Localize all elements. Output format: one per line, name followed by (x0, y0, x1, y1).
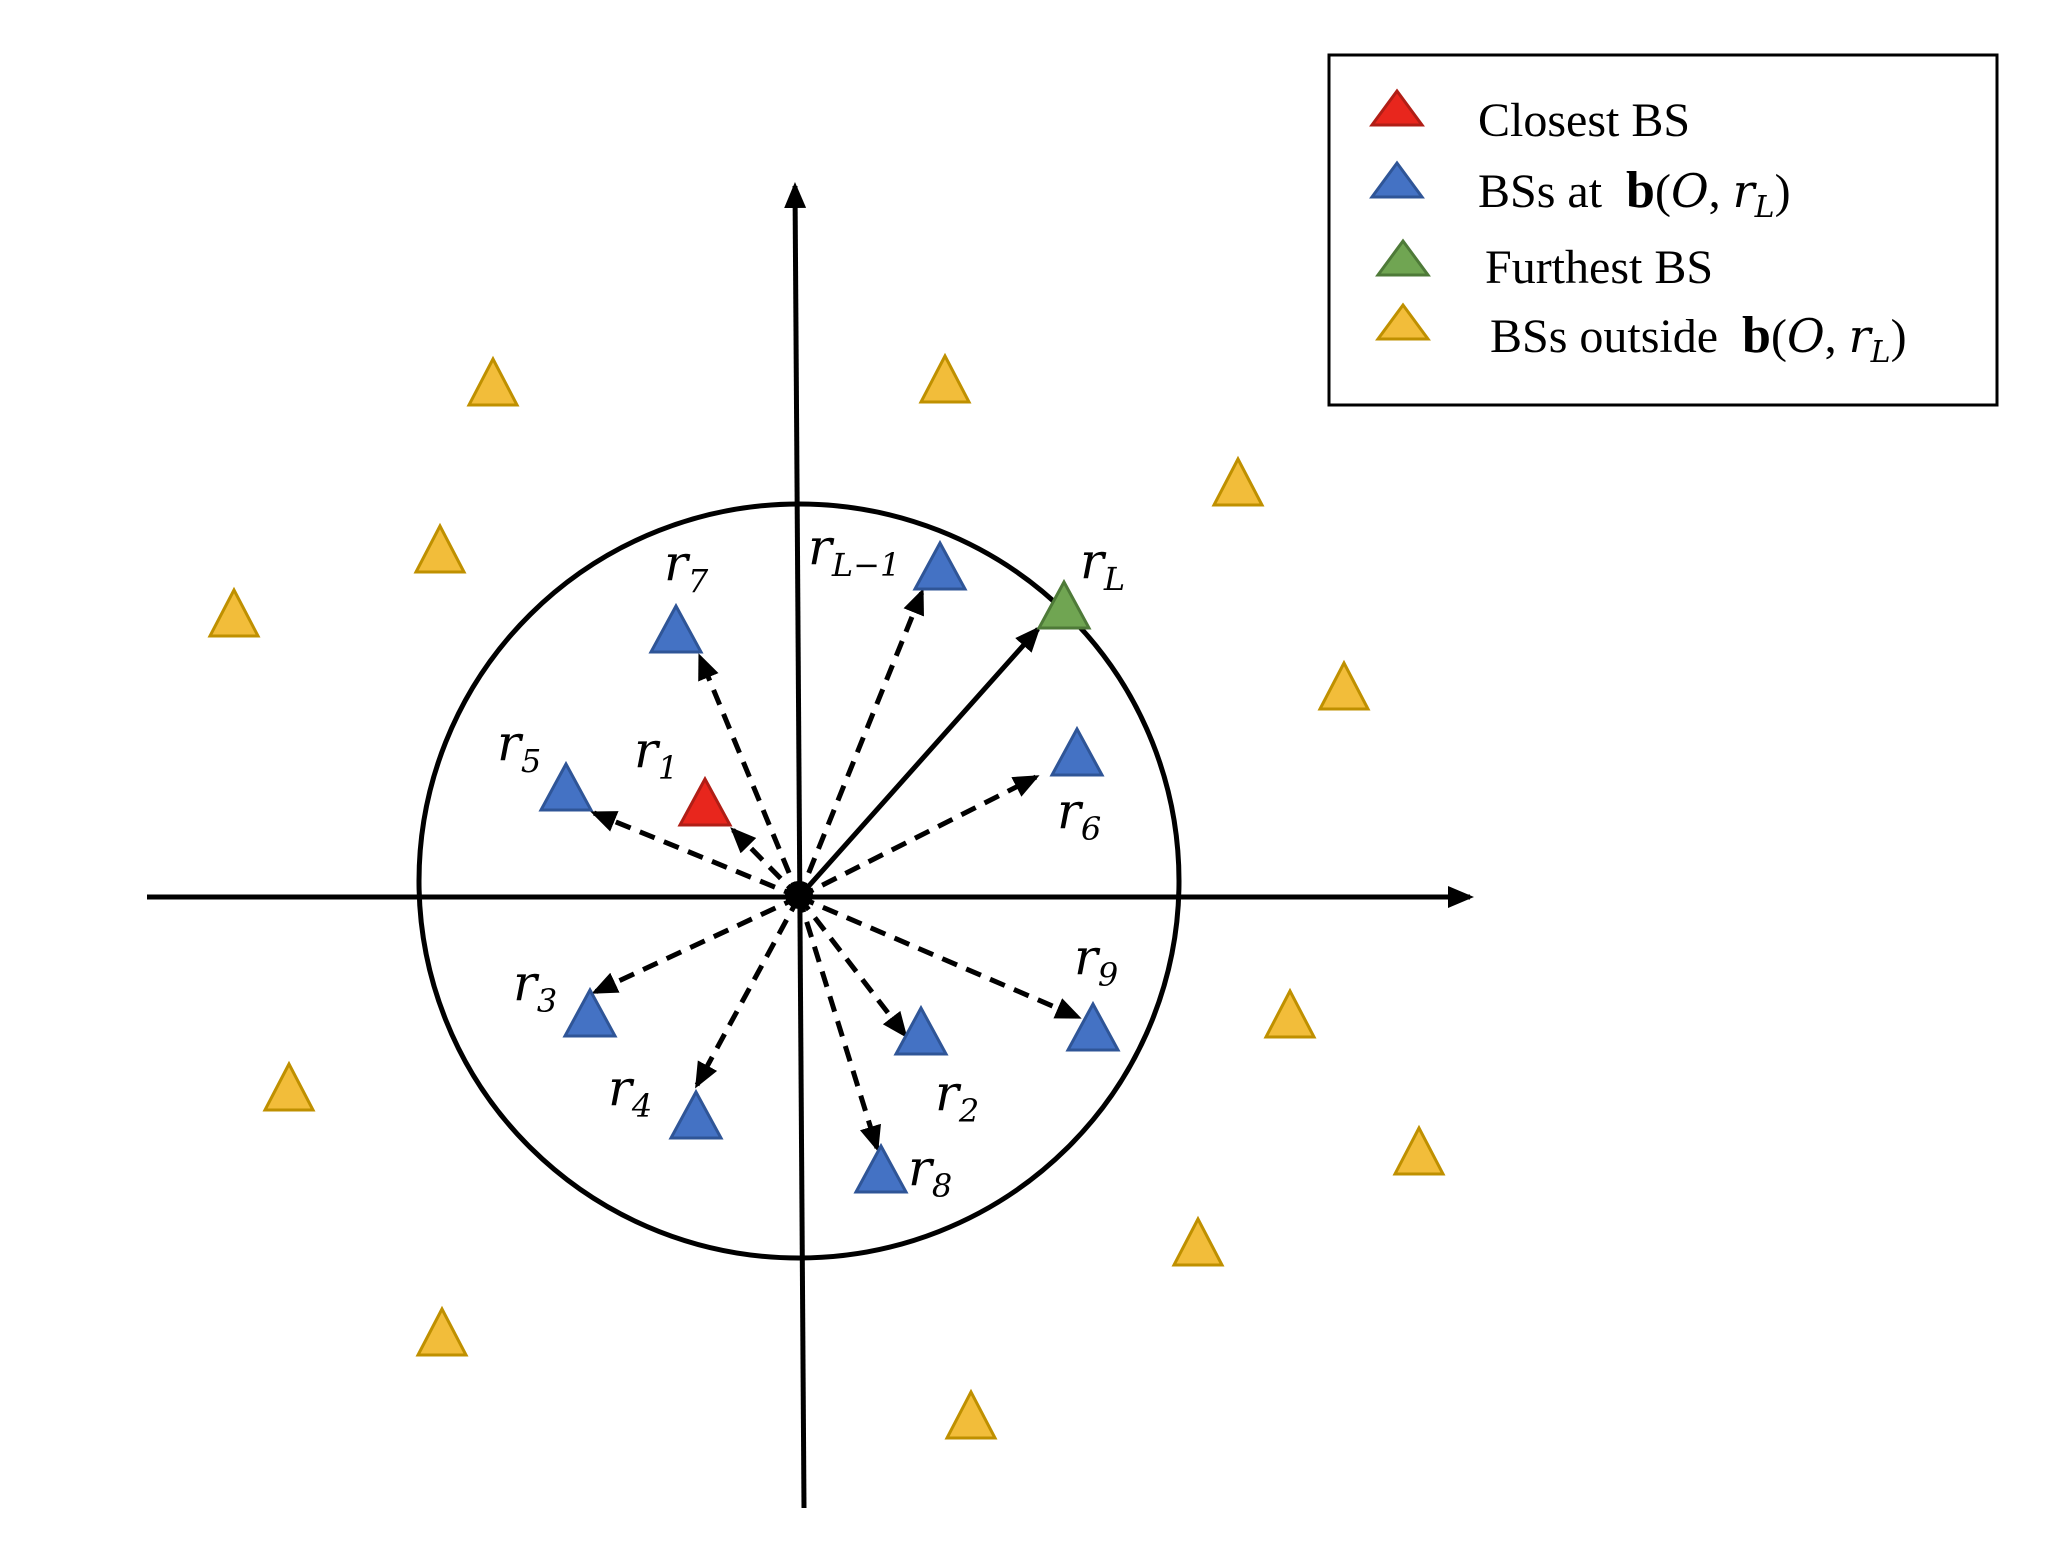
label-rL-1: rL−1 (808, 518, 900, 584)
label-r4: r4 (608, 1059, 652, 1125)
arrow-r5 (590, 810, 800, 900)
bs-outside (413, 522, 467, 574)
bs-furthest-rL (1036, 578, 1092, 630)
legend-outside-icon (1375, 302, 1431, 341)
bs-outside (1392, 1124, 1446, 1176)
arrow-r1 (730, 827, 801, 899)
arrow-r2 (797, 895, 908, 1039)
bs-outside (207, 586, 261, 638)
bs-outside (415, 1305, 469, 1357)
bs-inside-r8 (853, 1142, 909, 1194)
bs-inside-r5 (538, 760, 594, 812)
ball-boundary-circle (416, 501, 1182, 1261)
bs-inside-r7 (648, 602, 704, 654)
arrow-r3 (591, 894, 801, 995)
bs-outside (1317, 659, 1371, 711)
bs-outside (466, 355, 520, 407)
arrow-r6 (797, 774, 1040, 900)
y-axis (784, 182, 807, 1509)
inside-bs-group (538, 539, 1121, 1194)
label-r1: r1 (634, 721, 678, 787)
bs-outside (262, 1060, 316, 1112)
label-r5: r5 (497, 714, 541, 780)
arrow-r8 (796, 896, 881, 1152)
bs-outside (1171, 1215, 1225, 1267)
arrow-r9 (798, 894, 1082, 1020)
bs-inside-rL-1 (912, 539, 968, 591)
legend-box (1327, 53, 1999, 407)
legend-closest-label: Closest BS (1478, 94, 1690, 147)
arrow-rL-1 (796, 588, 925, 898)
bs-inside-r2 (893, 1004, 949, 1056)
label-r3: r3 (513, 954, 557, 1020)
legend-closest-icon (1369, 88, 1425, 127)
bs-closest-r1 (677, 775, 733, 827)
legend-furthest-label: Furthest BS (1485, 241, 1713, 294)
arrow-r4 (694, 895, 802, 1089)
bs-inside-r4 (668, 1088, 724, 1140)
label-r8: r8 (908, 1139, 952, 1205)
distance-arrows (590, 588, 1082, 1152)
outside-bs-group (207, 352, 1446, 1440)
arrow-r7 (697, 653, 802, 898)
distance-labels: r1 r2 r3 r4 r5 r6 r7 r8 r9 rL−1 rL (497, 518, 1125, 1205)
arrow-rL (797, 626, 1041, 899)
bs-inside-r3 (562, 986, 618, 1038)
legend-furthest-icon (1375, 238, 1431, 277)
label-r6: r6 (1057, 782, 1101, 848)
label-rL: rL (1080, 532, 1125, 598)
bs-inside-r6 (1049, 725, 1105, 777)
label-r9: r9 (1074, 928, 1118, 994)
bs-outside (918, 352, 972, 404)
bs-outside (1211, 455, 1265, 507)
legend-inside-icon (1369, 160, 1425, 199)
bs-inside-r9 (1065, 1000, 1121, 1052)
bs-outside (944, 1388, 998, 1440)
label-r7: r7 (664, 534, 709, 600)
origin-point (785, 881, 813, 909)
bs-outside (1263, 987, 1317, 1039)
label-r2: r2 (935, 1064, 979, 1130)
